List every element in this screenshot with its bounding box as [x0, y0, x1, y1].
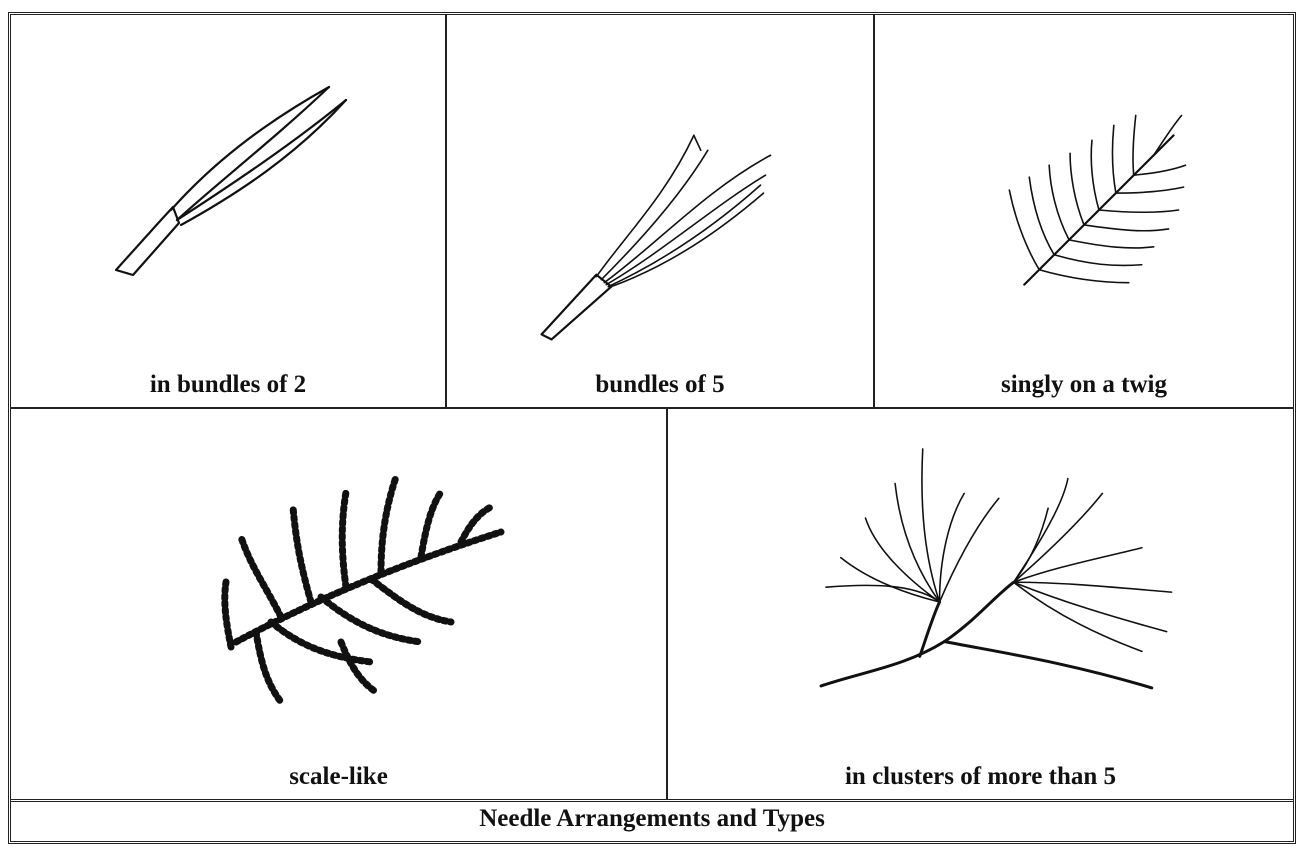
panel-label: bundles of 5: [447, 371, 873, 399]
panel-bundles-of-2: in bundles of 2: [11, 15, 445, 407]
needle-clusters-icon: [668, 407, 1293, 799]
panel-clusters-more-than-5: in clusters of more than 5: [666, 407, 1293, 799]
panel-label: in clusters of more than 5: [668, 763, 1293, 791]
top-row: in bundles of 2 bundles of 5: [11, 15, 1293, 409]
scale-like-foliage-icon: [11, 407, 666, 799]
panel-label: singly on a twig: [875, 371, 1293, 399]
panel-singly-on-twig: singly on a twig: [873, 15, 1293, 407]
panel-label: scale-like: [11, 763, 666, 791]
single-needles-twig-icon: [875, 15, 1293, 407]
panel-bundles-of-5: bundles of 5: [445, 15, 873, 407]
diagram-sheet: in bundles of 2 bundles of 5: [8, 12, 1296, 844]
panel-label: in bundles of 2: [11, 371, 445, 399]
pine-needle-bundle-2-icon: [11, 15, 445, 407]
panel-scale-like: scale-like: [11, 407, 666, 799]
diagram-caption: Needle Arrangements and Types: [11, 797, 1293, 841]
pine-needle-bundle-5-icon: [447, 15, 873, 407]
bottom-row: scale-like: [11, 407, 1293, 802]
